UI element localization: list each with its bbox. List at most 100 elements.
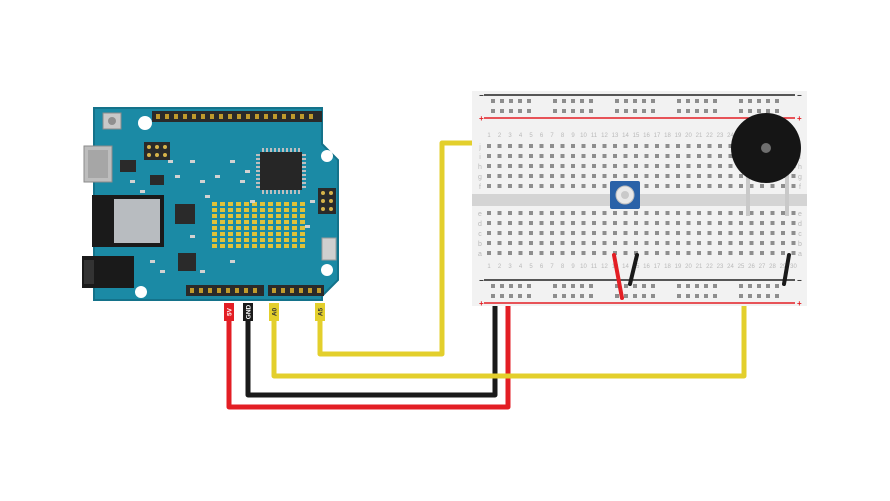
chip-leg [302, 170, 306, 172]
led [300, 202, 305, 206]
breadboard-hole [613, 221, 617, 225]
breadboard-hole [655, 184, 659, 188]
breadboard-hole [718, 251, 722, 255]
chip-leg [274, 190, 276, 194]
rail-hole [562, 284, 566, 288]
breadboard-hole [665, 174, 670, 178]
smd-part [230, 260, 235, 263]
icsp-pin [147, 153, 151, 157]
breadboard-hole [592, 231, 596, 235]
breadboard-hole [718, 154, 722, 158]
breadboard-hole [550, 174, 554, 178]
row-letter: f [799, 184, 801, 191]
breadboard-hole [487, 221, 491, 225]
icsp-header-body [318, 188, 336, 214]
rail-hole [562, 294, 566, 298]
breadboard-hole [739, 241, 743, 245]
rail-hole [562, 109, 566, 113]
led [236, 238, 241, 242]
breadboard-hole [571, 184, 575, 188]
breadboard-hole [655, 174, 659, 178]
breadboard-hole [571, 144, 575, 148]
breadboard-hole [560, 221, 565, 225]
led [260, 220, 265, 224]
breadboard-hole [592, 221, 596, 225]
breadboard-hole [739, 251, 743, 255]
breadboard-hole [602, 174, 607, 178]
breadboard-hole [518, 164, 523, 168]
led [268, 208, 273, 212]
breadboard-hole [707, 174, 712, 178]
breadboard-hole [571, 211, 575, 215]
rail-hole [739, 109, 743, 113]
breadboard-hole [655, 154, 659, 158]
smd-component [150, 175, 164, 185]
pin-tag-gnd [243, 303, 253, 321]
breadboard-hole [508, 241, 512, 245]
breadboard-hole [497, 184, 502, 188]
smd-part [150, 260, 155, 263]
breadboard-hole [676, 221, 680, 225]
smd-part [240, 180, 245, 183]
pin-label-5v: 5V [226, 307, 233, 316]
rail-sign-plus-br: + [797, 299, 802, 308]
breadboard-hole [655, 221, 659, 225]
icsp-header [144, 142, 170, 160]
breadboard-hole [571, 164, 575, 168]
rail-sign-minus-bl: − [479, 276, 484, 285]
column-number: 6 [540, 264, 544, 270]
header-pin [282, 114, 286, 119]
icsp-pin [321, 207, 325, 211]
row-letter: g [478, 174, 482, 181]
rail-hole [527, 294, 531, 298]
breadboard-hole [602, 154, 607, 158]
header-pin [253, 288, 257, 293]
breadboard-hole [571, 251, 575, 255]
header-pin [272, 288, 276, 293]
breadboard-hole [686, 221, 691, 225]
breadboard-hole [676, 211, 680, 215]
rail-hole [739, 99, 743, 103]
breadboard-hole [613, 174, 617, 178]
led [268, 220, 273, 224]
smd-part [245, 170, 250, 173]
row-letter: a [478, 251, 482, 258]
breadboard-hole [508, 154, 512, 158]
breadboard-hole [539, 211, 544, 215]
breadboard-hole [676, 164, 680, 168]
led [268, 202, 273, 206]
rail-hole [633, 294, 637, 298]
led [236, 208, 241, 212]
jumper-black [628, 253, 639, 286]
breadboard-hole [497, 221, 502, 225]
breadboard-hole [623, 164, 628, 168]
wire-a0 [271, 258, 747, 379]
breadboard-hole [518, 174, 523, 178]
breadboard-hole [676, 174, 680, 178]
breadboard-hole [539, 144, 544, 148]
chip-leg [262, 148, 264, 152]
header-pin [208, 288, 212, 293]
column-number: 26 [748, 264, 755, 270]
breadboard-hole [613, 251, 617, 255]
rail-hole [615, 294, 619, 298]
breadboard-hole [707, 251, 712, 255]
rail-hole [677, 294, 681, 298]
breadboard-hole [497, 154, 502, 158]
header-pin [226, 288, 230, 293]
rail-hole [491, 99, 495, 103]
rail-hole [677, 109, 681, 113]
bottom-header-pins [190, 288, 321, 293]
breadboard-hole [487, 241, 491, 245]
breadboard-hole [571, 174, 575, 178]
led [284, 202, 289, 206]
breadboard-hole [518, 211, 523, 215]
rail-hole [553, 284, 557, 288]
breadboard-hole [497, 144, 502, 148]
smd-part [310, 200, 315, 203]
breadboard-hole [613, 164, 617, 168]
column-number: 14 [622, 133, 629, 139]
breadboard-hole [497, 164, 502, 168]
